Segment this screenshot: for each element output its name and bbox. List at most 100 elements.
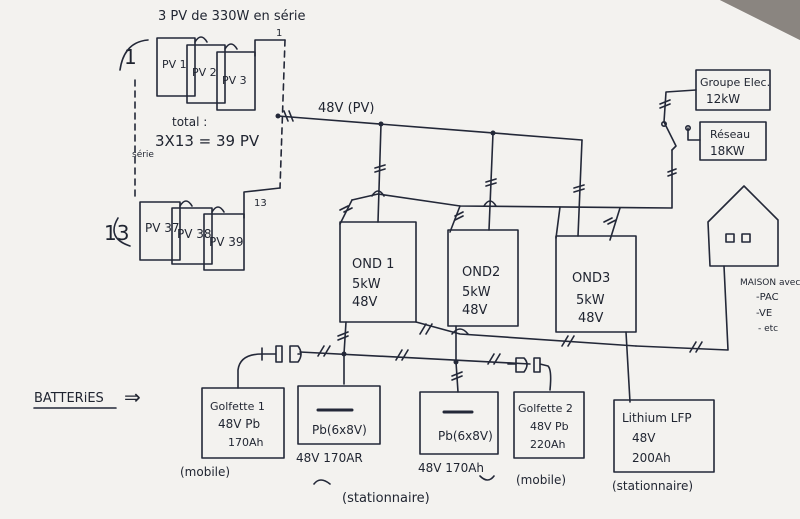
battery-bus-line <box>299 351 531 365</box>
golfette-1-name: Golfette 1 <box>210 400 265 413</box>
inverter-3-power: 5kW <box>576 293 605 308</box>
inverter-2: OND2 5kW 48V <box>447 229 519 327</box>
pb-2-label: Pb(6x8V) <box>438 429 493 443</box>
golfette-2-note: (mobile) <box>516 473 566 487</box>
dc-drop-marks <box>374 164 585 193</box>
golfette-2-spec: 48V Pb <box>530 420 569 433</box>
lithium-name: Lithium LFP <box>622 411 692 425</box>
table-background <box>720 0 800 40</box>
golfette-1-spec: 48V Pb <box>218 417 260 431</box>
house: MAISON avec -PAC -VE - etc <box>707 185 800 334</box>
pv-total-formula: 3X13 = 39 PV <box>155 132 260 150</box>
ac-input-hops <box>371 190 497 207</box>
pb-1-box <box>297 385 381 445</box>
pv-header: 3 PV de 330W en série <box>158 9 306 24</box>
house-feed-line <box>635 265 729 351</box>
pv-panel-38-label: PV 38 <box>177 227 212 241</box>
pv-panel-39 <box>203 213 245 271</box>
pv-panel-1 <box>156 37 196 97</box>
switch-contact-grid <box>684 125 691 132</box>
inverter-3-voltage: 48V <box>578 311 604 326</box>
pv-string-tag-top: 1 <box>276 28 282 39</box>
stationary-brace <box>313 475 495 485</box>
plug-1-cable <box>237 353 263 389</box>
pv-panel-3-label: PV 3 <box>222 74 247 87</box>
battery-lithium: Lithium LFP 48V 200Ah (stationnaire) <box>612 399 715 493</box>
pb-1-label: Pb(6x8V) <box>312 423 367 437</box>
grid-power: 18KW <box>710 144 745 158</box>
house-label: MAISON avec <box>740 278 800 288</box>
pv-panel-39-label: PV 39 <box>209 235 244 249</box>
grid: Réseau 18KW <box>699 121 767 161</box>
inverter-2-name: OND2 <box>462 265 500 280</box>
golfette-1-capacity: 170Ah <box>228 436 264 449</box>
battery-bus-node-2 <box>453 359 459 365</box>
lithium-note: (stationnaire) <box>612 479 693 493</box>
plug-1-male <box>261 345 283 363</box>
battery-pb-1: Pb(6x8V) 48V 170AR <box>296 385 381 465</box>
grid-box <box>699 121 767 161</box>
dc-drop-ond2 <box>488 132 494 231</box>
batteries-arrow: ⇒ <box>124 385 141 409</box>
inverter-1: OND 1 5kW 48V <box>339 221 417 323</box>
pv-group-first-brace <box>119 39 149 71</box>
golfette-2-box <box>513 391 585 459</box>
ac-input-marks <box>339 205 617 225</box>
stationary-note: (stationnaire) <box>342 491 430 506</box>
battery-pb-2: Pb(6x8V) 48V 170Ah <box>418 391 499 475</box>
plug-connector-golfette-1 <box>237 345 302 389</box>
pv-total-serie: série <box>132 149 154 160</box>
inverter-3: OND3 5kW 48V <box>555 235 637 333</box>
pb-2-caption: 48V 170Ah <box>418 461 484 475</box>
pv-panel-3 <box>216 51 256 111</box>
ac-output-marks <box>419 323 575 347</box>
golfette-1-note: (mobile) <box>180 465 230 479</box>
inverter-2-voltage: 48V <box>462 303 488 318</box>
inverter-2-box <box>447 229 519 327</box>
pv-panel-37-label: PV 37 <box>145 221 180 235</box>
pv-first-string-link <box>194 36 286 57</box>
pv-panel-1-label: PV 1 <box>162 58 187 71</box>
pv-group-first-panels: PV 1 PV 2 PV 3 <box>156 37 256 111</box>
batteries-title: BATTERiES <box>34 391 104 406</box>
dc-bus-label: 48V (PV) <box>318 101 374 116</box>
inverter-1-box <box>339 221 417 323</box>
lithium-box <box>613 399 715 473</box>
switch-contact <box>660 121 667 128</box>
inverter-3-box <box>555 235 637 333</box>
battery-golfette-2: Golfette 2 48V Pb 220Ah (mobile) <box>513 391 585 487</box>
golfette-2-name: Golfette 2 <box>518 402 573 415</box>
pv-string-tag-bottom: 13 <box>254 198 267 209</box>
inverter-3-name: OND3 <box>572 271 610 286</box>
dc-bus-line <box>277 115 583 141</box>
house-item-etc: - etc <box>758 324 778 334</box>
ac-input-taps <box>339 199 621 241</box>
pv-group-first-number: 1 <box>124 45 137 69</box>
pv-total-label: total : <box>172 115 207 129</box>
dc-drop-ond3 <box>577 139 583 237</box>
generator-name: Groupe Elec. <box>700 76 770 89</box>
house-feed-marks <box>689 341 703 353</box>
lithium-capacity: 200Ah <box>632 451 671 465</box>
golfette-1-box <box>201 387 285 459</box>
pv-last-string-link <box>179 187 281 219</box>
dc-drop-ond1 <box>377 123 382 223</box>
house-window-2 <box>741 233 751 243</box>
source-switch-marks <box>659 99 677 177</box>
plug-2-female <box>533 357 552 391</box>
pb-1-caption: 48V 170AR <box>296 451 363 465</box>
battery-bus-node-1 <box>341 351 347 357</box>
plug-2-male <box>515 357 528 373</box>
pv-group-last-number: 13 <box>104 221 129 245</box>
generator-power: 12kW <box>706 92 740 106</box>
pb-2-box <box>419 391 499 455</box>
pv-panel-38 <box>171 207 213 265</box>
plug-connector-golfette-2 <box>507 357 552 391</box>
house-item-ve: -VE <box>756 308 772 319</box>
lithium-voltage: 48V <box>632 431 656 445</box>
battery-bus-marks <box>317 331 501 381</box>
dc-bus-break <box>283 110 294 122</box>
house-window-1 <box>725 233 735 243</box>
house-outline <box>707 185 779 267</box>
